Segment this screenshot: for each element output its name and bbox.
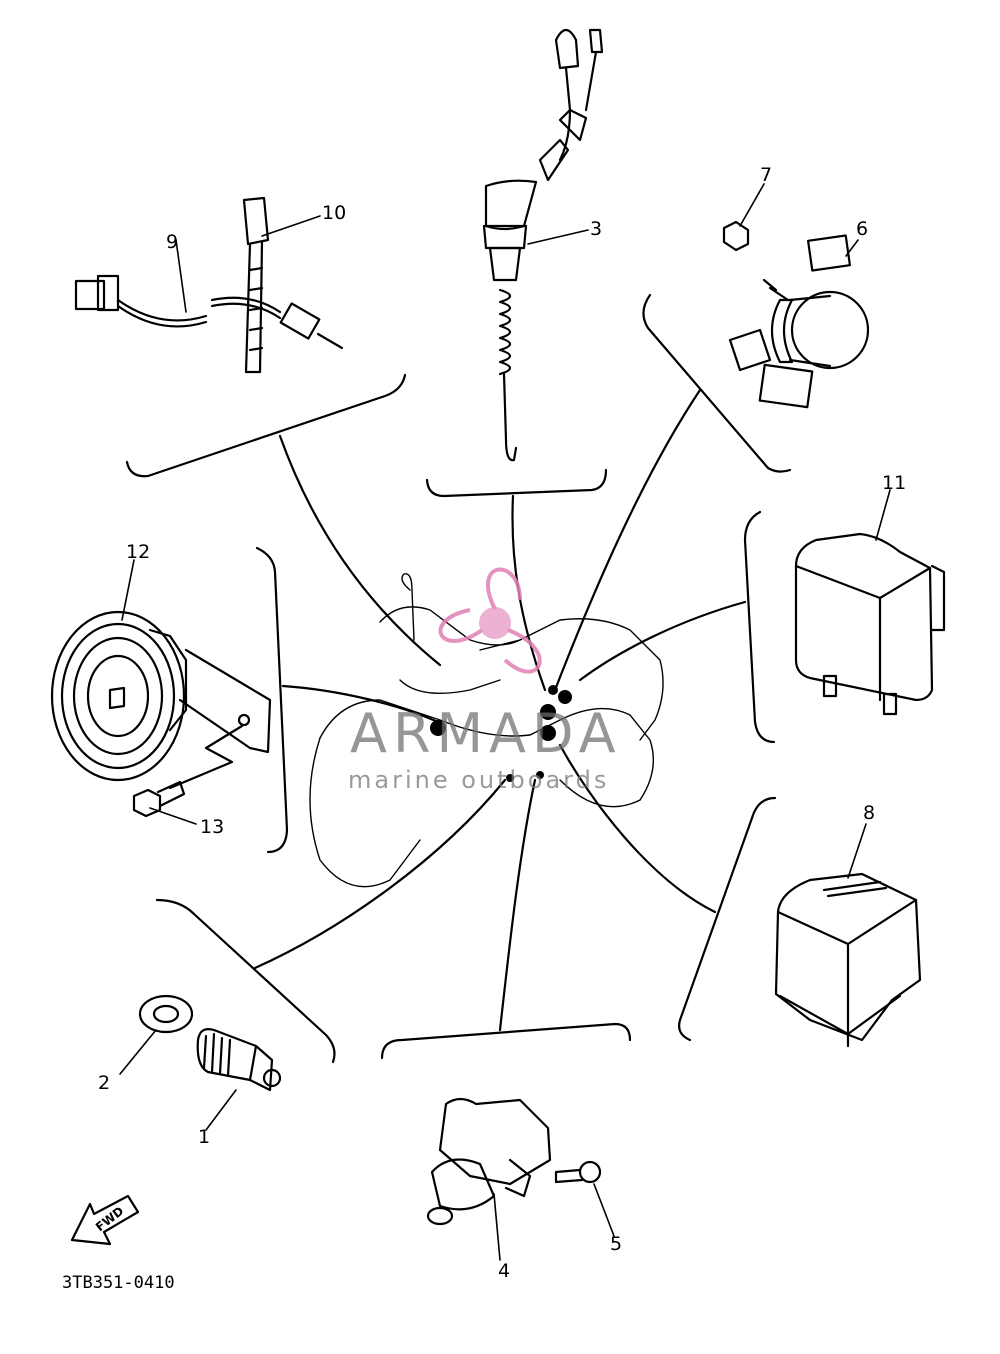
part-7-nut (722, 220, 750, 252)
part-4-switch (426, 1097, 552, 1226)
fwd-arrow (70, 1194, 140, 1246)
leader-right-lower (558, 743, 717, 914)
bracket-left (255, 546, 289, 854)
part-8-relay (774, 872, 922, 1048)
bracket-right-lower (678, 796, 777, 1042)
bracket-bottom-left (155, 898, 336, 1064)
leader-left (281, 684, 440, 724)
part-number-11: 11 (882, 472, 907, 494)
watermark-brand: ARMADA (350, 702, 622, 765)
bracket-right-upper (743, 510, 776, 744)
part-2-washer (138, 994, 194, 1034)
part-number-13: 13 (200, 816, 225, 838)
leader-bottom-left (253, 778, 507, 970)
part-12-horn (50, 610, 272, 790)
bracket-top-right (642, 293, 792, 473)
part-number-2: 2 (98, 1072, 111, 1094)
mounting-points (430, 685, 572, 782)
bracket-top-left (125, 373, 407, 478)
part-number-8: 8 (863, 802, 876, 824)
part-9-switch (74, 274, 344, 350)
part-6-solenoid (728, 234, 870, 409)
frame-sketch (309, 573, 664, 888)
leader-top-left (278, 434, 442, 667)
bracket-bottom-center (380, 1022, 632, 1060)
bracket-top-center (425, 468, 608, 498)
leader-bottom-center (498, 778, 537, 1032)
part-number-1: 1 (198, 1126, 211, 1148)
part-10-cable-tie (242, 196, 270, 374)
part-number-10: 10 (322, 202, 347, 224)
part-number-12: 12 (126, 541, 151, 563)
watermark-logo (438, 567, 542, 674)
document-code: 3TB351-0410 (62, 1273, 175, 1293)
leader-right-upper (578, 600, 747, 682)
part-5-screw (554, 1160, 602, 1184)
leader-top-right (553, 388, 702, 692)
part-number-5: 5 (610, 1233, 623, 1255)
watermark-tagline: marine outboards (348, 766, 610, 794)
part-1-switch (196, 1028, 282, 1092)
part-number-9: 9 (166, 231, 179, 253)
part-3-sensor (482, 28, 604, 462)
part-number-6: 6 (856, 218, 869, 240)
part-13-bolt (132, 780, 186, 818)
number-leaders (119, 183, 891, 1261)
part-number-7: 7 (760, 164, 773, 186)
part-number-3: 3 (590, 218, 603, 240)
part-11-relay (794, 532, 946, 716)
part-number-4: 4 (498, 1260, 511, 1282)
